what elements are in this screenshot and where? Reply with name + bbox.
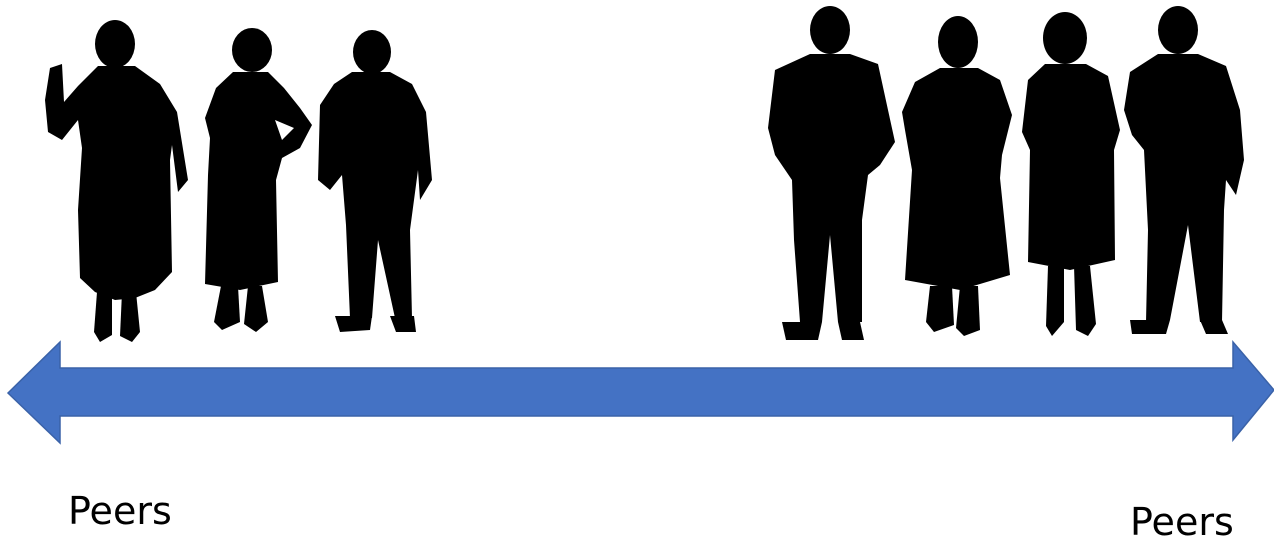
- woman-waving-icon: [45, 20, 188, 342]
- left-people-group: [45, 20, 432, 342]
- woman-hand-on-hip-icon: [205, 28, 312, 332]
- right-peers-label: Peers: [1130, 500, 1234, 544]
- man-arms-at-sides-icon: [1124, 6, 1244, 334]
- man-hands-in-pockets-icon: [768, 6, 895, 340]
- left-peers-label: Peers: [68, 489, 172, 533]
- woman-standing-icon: [902, 16, 1012, 336]
- older-woman-standing-icon: [1022, 12, 1120, 336]
- man-standing-icon: [318, 30, 432, 332]
- double-headed-arrow: [6, 339, 1274, 445]
- right-people-group: [768, 6, 1244, 340]
